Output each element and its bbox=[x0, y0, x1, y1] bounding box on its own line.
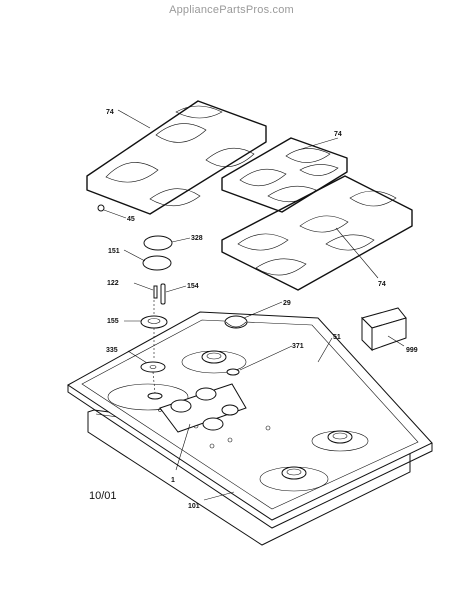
callout-335: 335 bbox=[106, 347, 118, 354]
callout-51: 51 bbox=[333, 334, 341, 341]
callout-154: 154 bbox=[187, 283, 199, 290]
leader-lines bbox=[103, 109, 405, 501]
callout-155: 155 bbox=[107, 318, 119, 325]
callout-371: 371 bbox=[292, 343, 304, 350]
part-122-igniter bbox=[153, 285, 158, 299]
callout-29: 29 bbox=[283, 300, 291, 307]
part-328-burner-cap bbox=[143, 235, 173, 251]
grate-right bbox=[221, 175, 413, 291]
callout-74-left: 74 bbox=[106, 109, 114, 116]
callout-101: 101 bbox=[188, 503, 200, 510]
callout-45: 45 bbox=[127, 216, 135, 223]
callout-74-center: 74 bbox=[334, 131, 342, 138]
watermark: AppliancePartsPros.com bbox=[169, 4, 294, 16]
callout-1: 1 bbox=[171, 477, 175, 484]
callout-74-right: 74 bbox=[378, 281, 386, 288]
part-154-electrode bbox=[160, 283, 166, 305]
grate-left bbox=[86, 100, 267, 215]
callout-122: 122 bbox=[107, 280, 119, 287]
grate-center bbox=[221, 137, 348, 213]
part-999-manual-box bbox=[361, 307, 407, 352]
part-45-bumper bbox=[97, 204, 105, 212]
part-151-burner-cap bbox=[142, 255, 172, 271]
callout-328: 328 bbox=[191, 235, 203, 242]
callout-151: 151 bbox=[108, 248, 120, 255]
part-155-burner-head bbox=[140, 315, 168, 329]
callout-999: 999 bbox=[406, 347, 418, 354]
part-335-seal bbox=[140, 361, 166, 373]
date-code: 10/01 bbox=[89, 490, 117, 502]
